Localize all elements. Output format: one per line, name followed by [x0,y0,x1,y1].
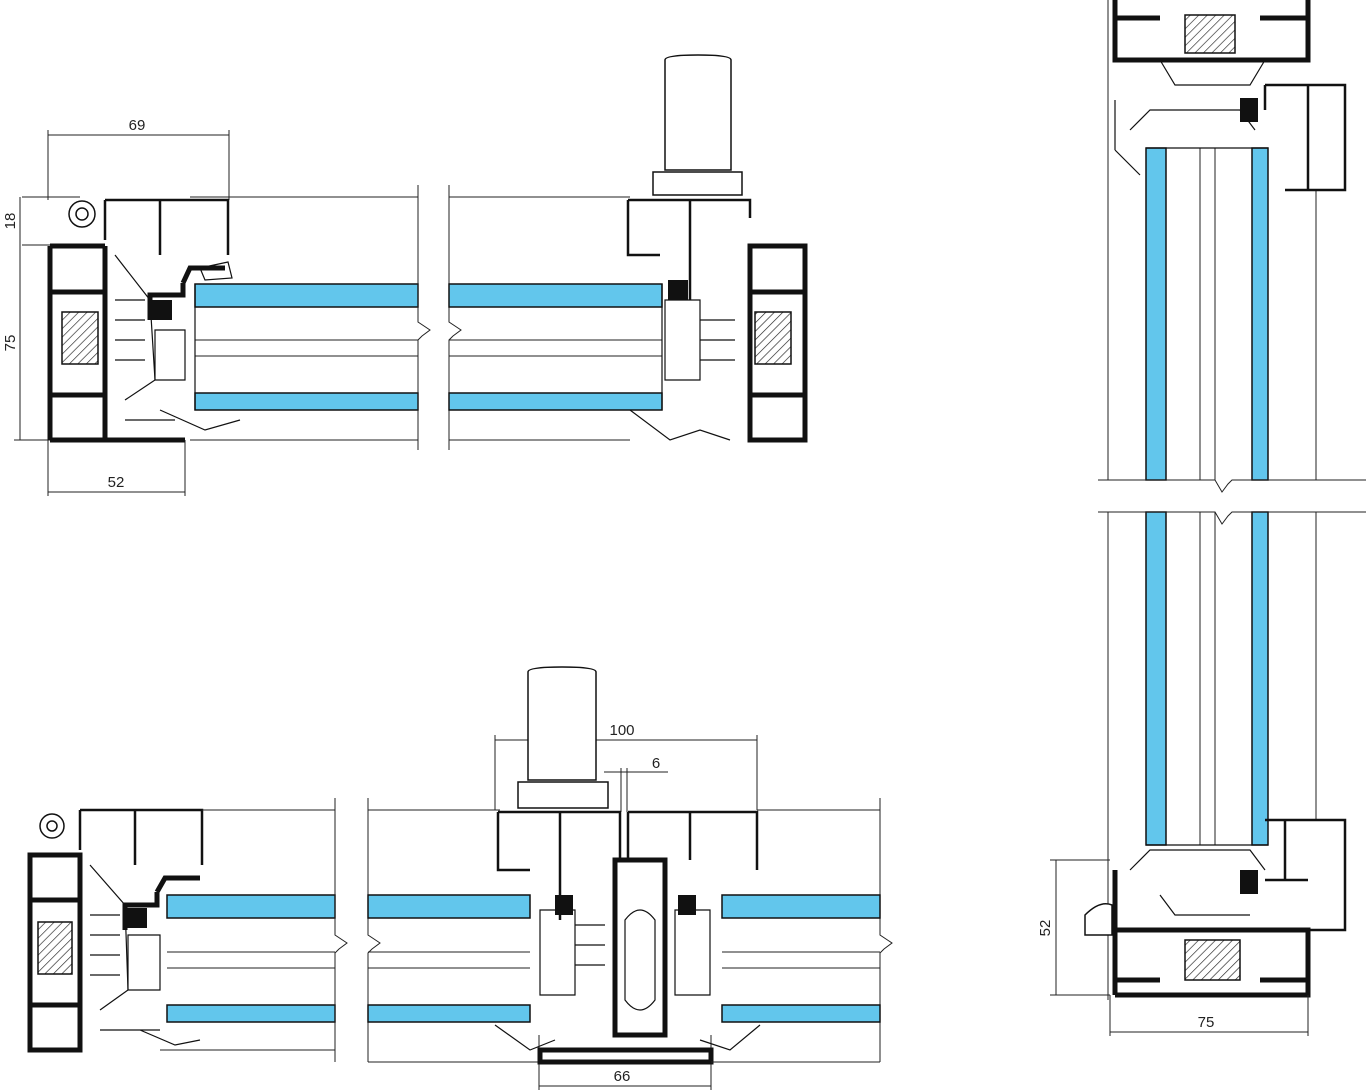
glazing-vertical [1145,147,1269,846]
glazing-bottom-right [711,809,881,1063]
frame-profile-right [626,198,808,443]
glazing-unit-right [448,196,663,441]
glazing-bottom-middle [367,809,540,1063]
mullion-profile [494,810,761,1065]
sill-frame-profile [1084,818,1347,998]
dim-18-label: 18 [2,213,19,230]
section-top-left: 69 18 75 52 [2,54,808,496]
dim-52-top-label: 52 [108,474,125,491]
handle [652,54,743,196]
dimension-69: 69 [47,117,230,200]
head-frame-profile [1112,0,1347,192]
section-right-vertical: 52 75 [1037,0,1366,1036]
dim-66-label: 66 [614,1068,631,1085]
dim-52-right-label: 52 [1037,920,1054,937]
dimension-18: 18 [2,196,80,246]
dimension-52-right: 52 [1037,859,1110,996]
dimension-52-top: 52 [47,440,186,496]
frame-profile-left [47,198,241,443]
dimension-6: 6 [604,755,668,812]
dim-75-left-label: 75 [2,335,19,352]
dimension-75-bottom: 75 [1109,995,1309,1036]
sash-profile-left [147,261,233,381]
dim-100-label: 100 [609,722,634,739]
break-symbol-vertical [1098,479,1366,525]
dim-75-bottom-label: 75 [1198,1014,1215,1031]
dim-6-label: 6 [652,755,660,772]
section-bottom: 100 6 66 [27,666,893,1090]
handle-bottom [517,666,609,809]
glazing-unit-left [190,196,419,441]
glazing-bottom-left [160,809,336,1051]
dim-69-label: 69 [129,117,146,134]
